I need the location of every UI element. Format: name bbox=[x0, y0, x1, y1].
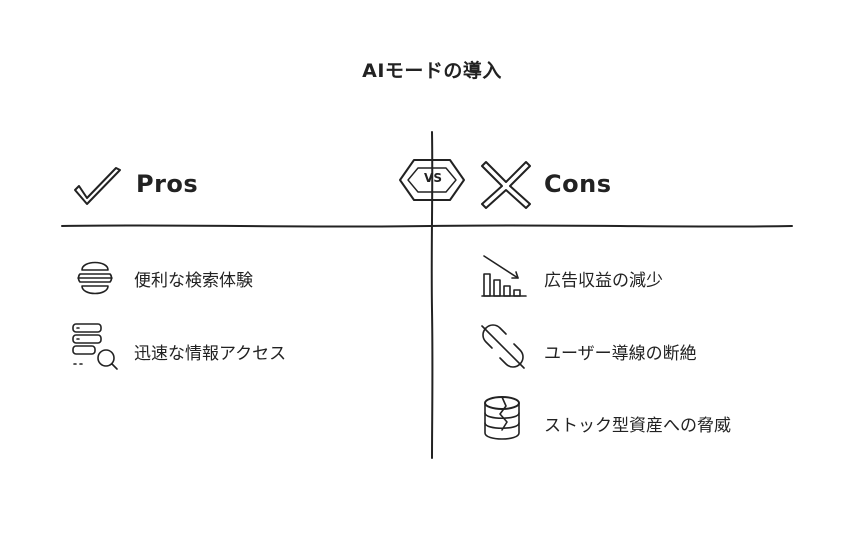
cons-item: ユーザー導線の断絶 bbox=[544, 344, 697, 364]
checkmark-icon bbox=[74, 167, 121, 205]
diagram-title: AIモードの導入 bbox=[362, 60, 502, 82]
pros-item: 便利な検索体験 bbox=[134, 271, 253, 291]
x-icon bbox=[481, 161, 531, 209]
cons-heading: Cons bbox=[544, 170, 612, 198]
vs-badge-label: VS bbox=[424, 171, 442, 185]
search-list-icon bbox=[72, 323, 118, 370]
declining-bar-chart-icon bbox=[481, 255, 527, 297]
broken-link-icon bbox=[481, 324, 525, 369]
cons-item: 広告収益の減少 bbox=[544, 271, 663, 291]
pros-heading: Pros bbox=[136, 170, 199, 198]
vertical-divider bbox=[430, 131, 434, 459]
horizontal-divider bbox=[61, 224, 793, 228]
cons-item: ストック型資産への脅威 bbox=[544, 416, 731, 436]
vs-badge-icon bbox=[399, 159, 465, 201]
stack-icon bbox=[77, 261, 113, 295]
cracked-database-icon bbox=[484, 396, 520, 440]
pros-item: 迅速な情報アクセス bbox=[134, 344, 287, 364]
